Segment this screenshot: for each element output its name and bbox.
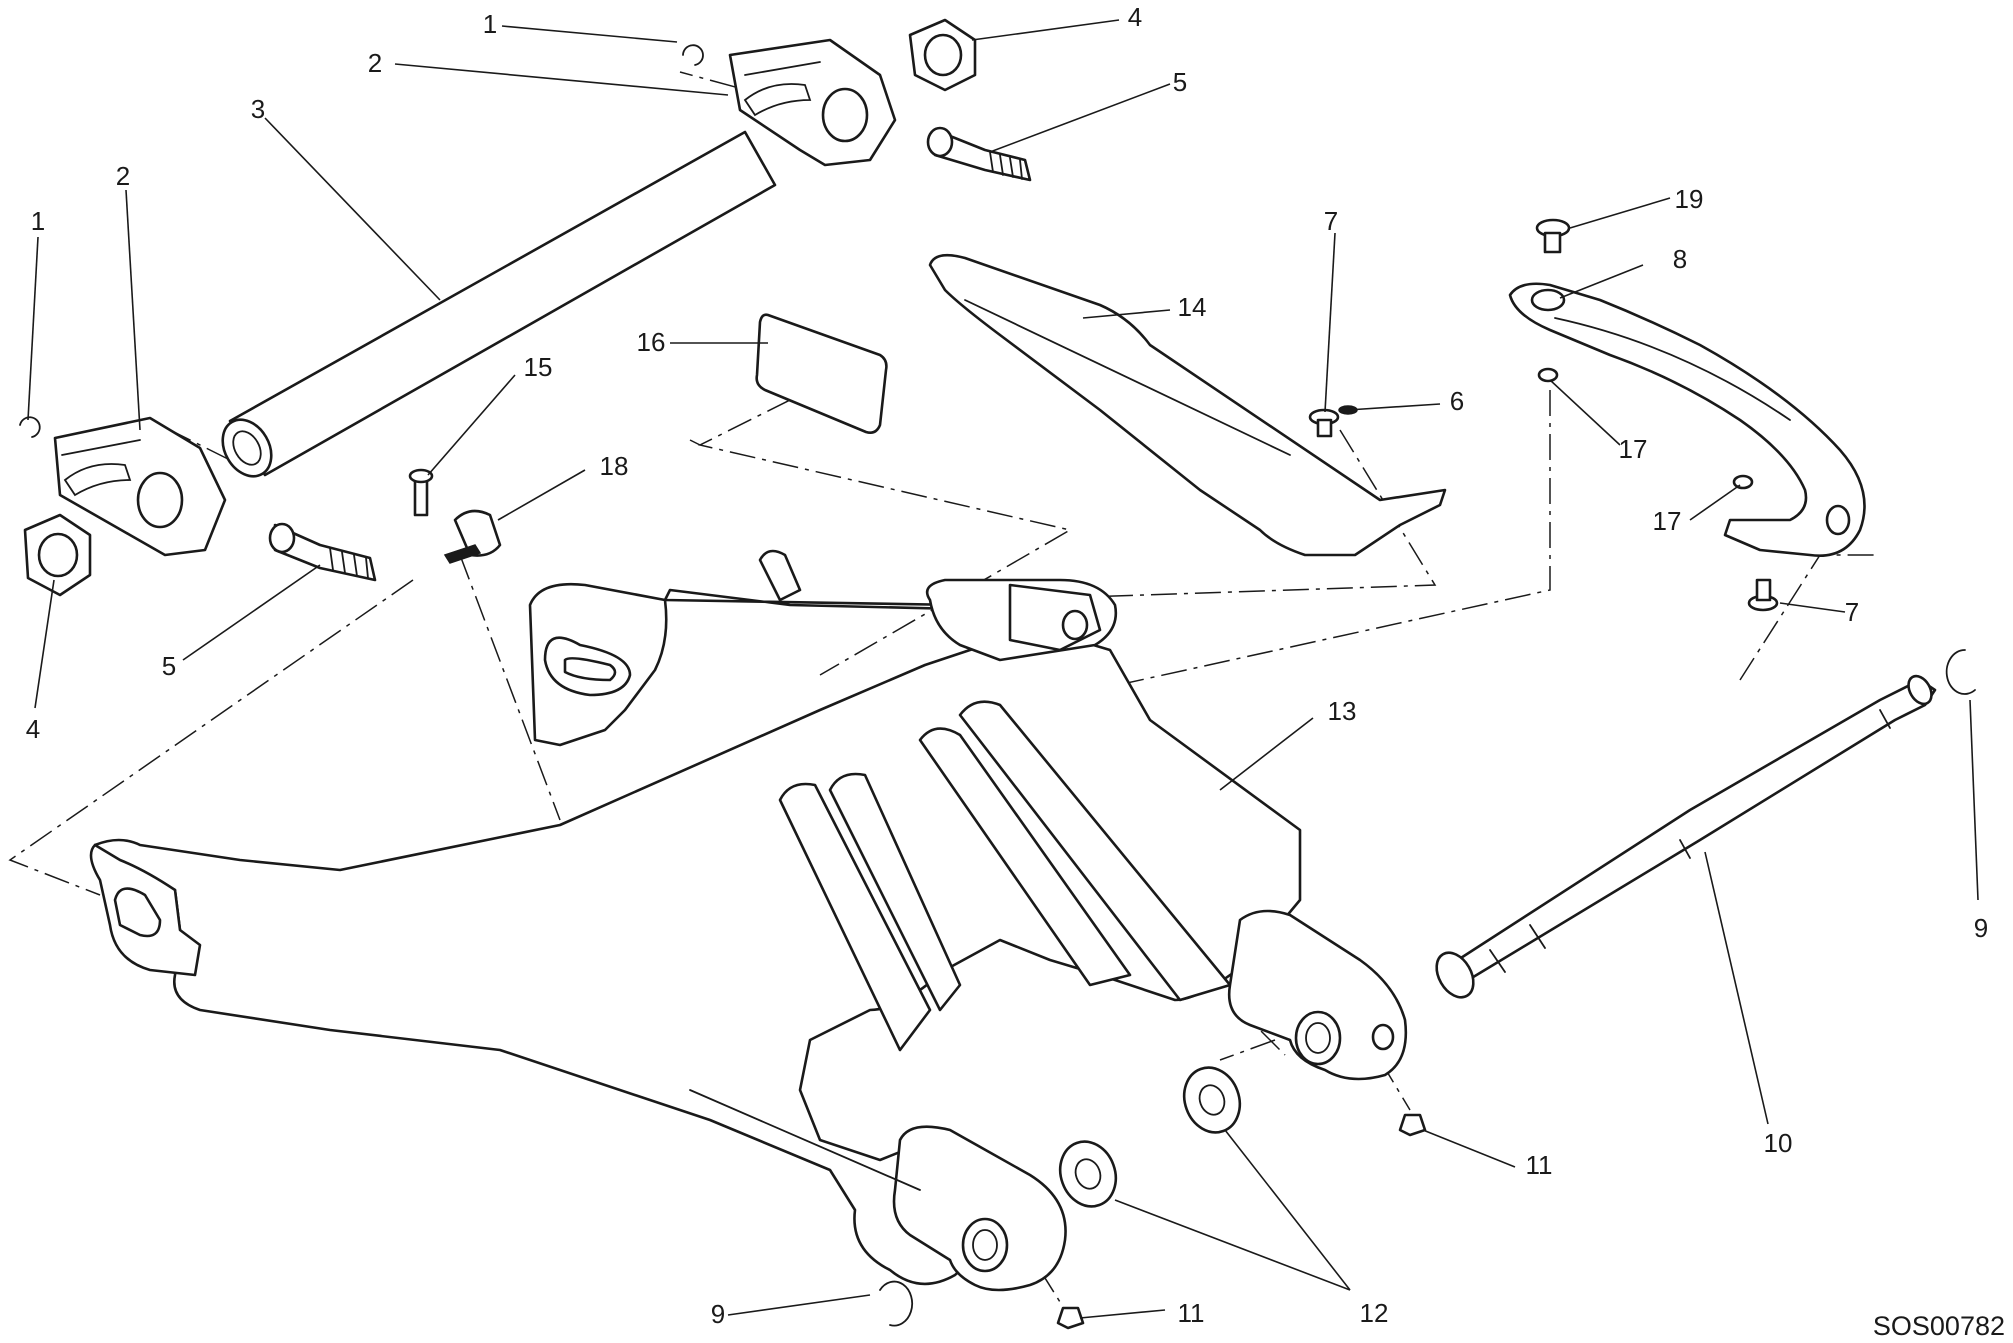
callout-7-top: 7 [1324, 206, 1338, 236]
callout-11-bottom: 11 [1178, 1298, 1205, 1328]
callout-6: 6 [1450, 386, 1464, 416]
callout-1-top: 1 [483, 9, 497, 39]
callout-8: 8 [1673, 244, 1687, 274]
callout-4-top: 4 [1128, 2, 1142, 32]
callout-5-top: 5 [1173, 67, 1187, 97]
callout-10: 10 [1764, 1128, 1793, 1158]
callout-17-right: 17 [1619, 434, 1648, 464]
leader-lines [27, 19, 1979, 1319]
diagram-code: SOS00782 [1873, 1311, 2005, 1341]
small-fasteners [408, 218, 1779, 612]
callout-14: 14 [1178, 292, 1207, 322]
callout-1-left: 1 [31, 206, 45, 236]
callout-3: 3 [251, 94, 265, 124]
label-plate [755, 313, 888, 434]
swingarm [89, 549, 1408, 1292]
chain-adjuster-right [682, 18, 1032, 182]
callout-12: 12 [1360, 1298, 1389, 1328]
pivot-shaft [1435, 674, 1937, 999]
callout-7-bottom: 7 [1845, 597, 1859, 627]
callout-5-left: 5 [162, 651, 176, 681]
guard-bracket [1508, 282, 1866, 557]
callout-16: 16 [637, 327, 666, 357]
callout-labels: 1 1 2 2 3 4 4 5 5 6 7 7 8 9 9 10 11 11 1… [26, 2, 1988, 1329]
spacer-tube [221, 130, 777, 478]
callout-11-right: 11 [1526, 1150, 1553, 1180]
callout-13: 13 [1328, 696, 1357, 726]
callout-19: 19 [1675, 184, 1704, 214]
callout-2-top: 2 [368, 48, 382, 78]
chain-guard [928, 253, 1447, 557]
callout-9-bottom: 9 [711, 1299, 725, 1329]
callout-18: 18 [600, 451, 629, 481]
callout-15: 15 [524, 352, 553, 382]
callout-9-right: 9 [1974, 913, 1988, 943]
callout-2-left: 2 [116, 161, 130, 191]
callout-4-left: 4 [26, 714, 40, 744]
chain-adjuster-left [19, 416, 377, 597]
washers-clips [879, 649, 1976, 1330]
callout-17-left: 17 [1653, 506, 1682, 536]
